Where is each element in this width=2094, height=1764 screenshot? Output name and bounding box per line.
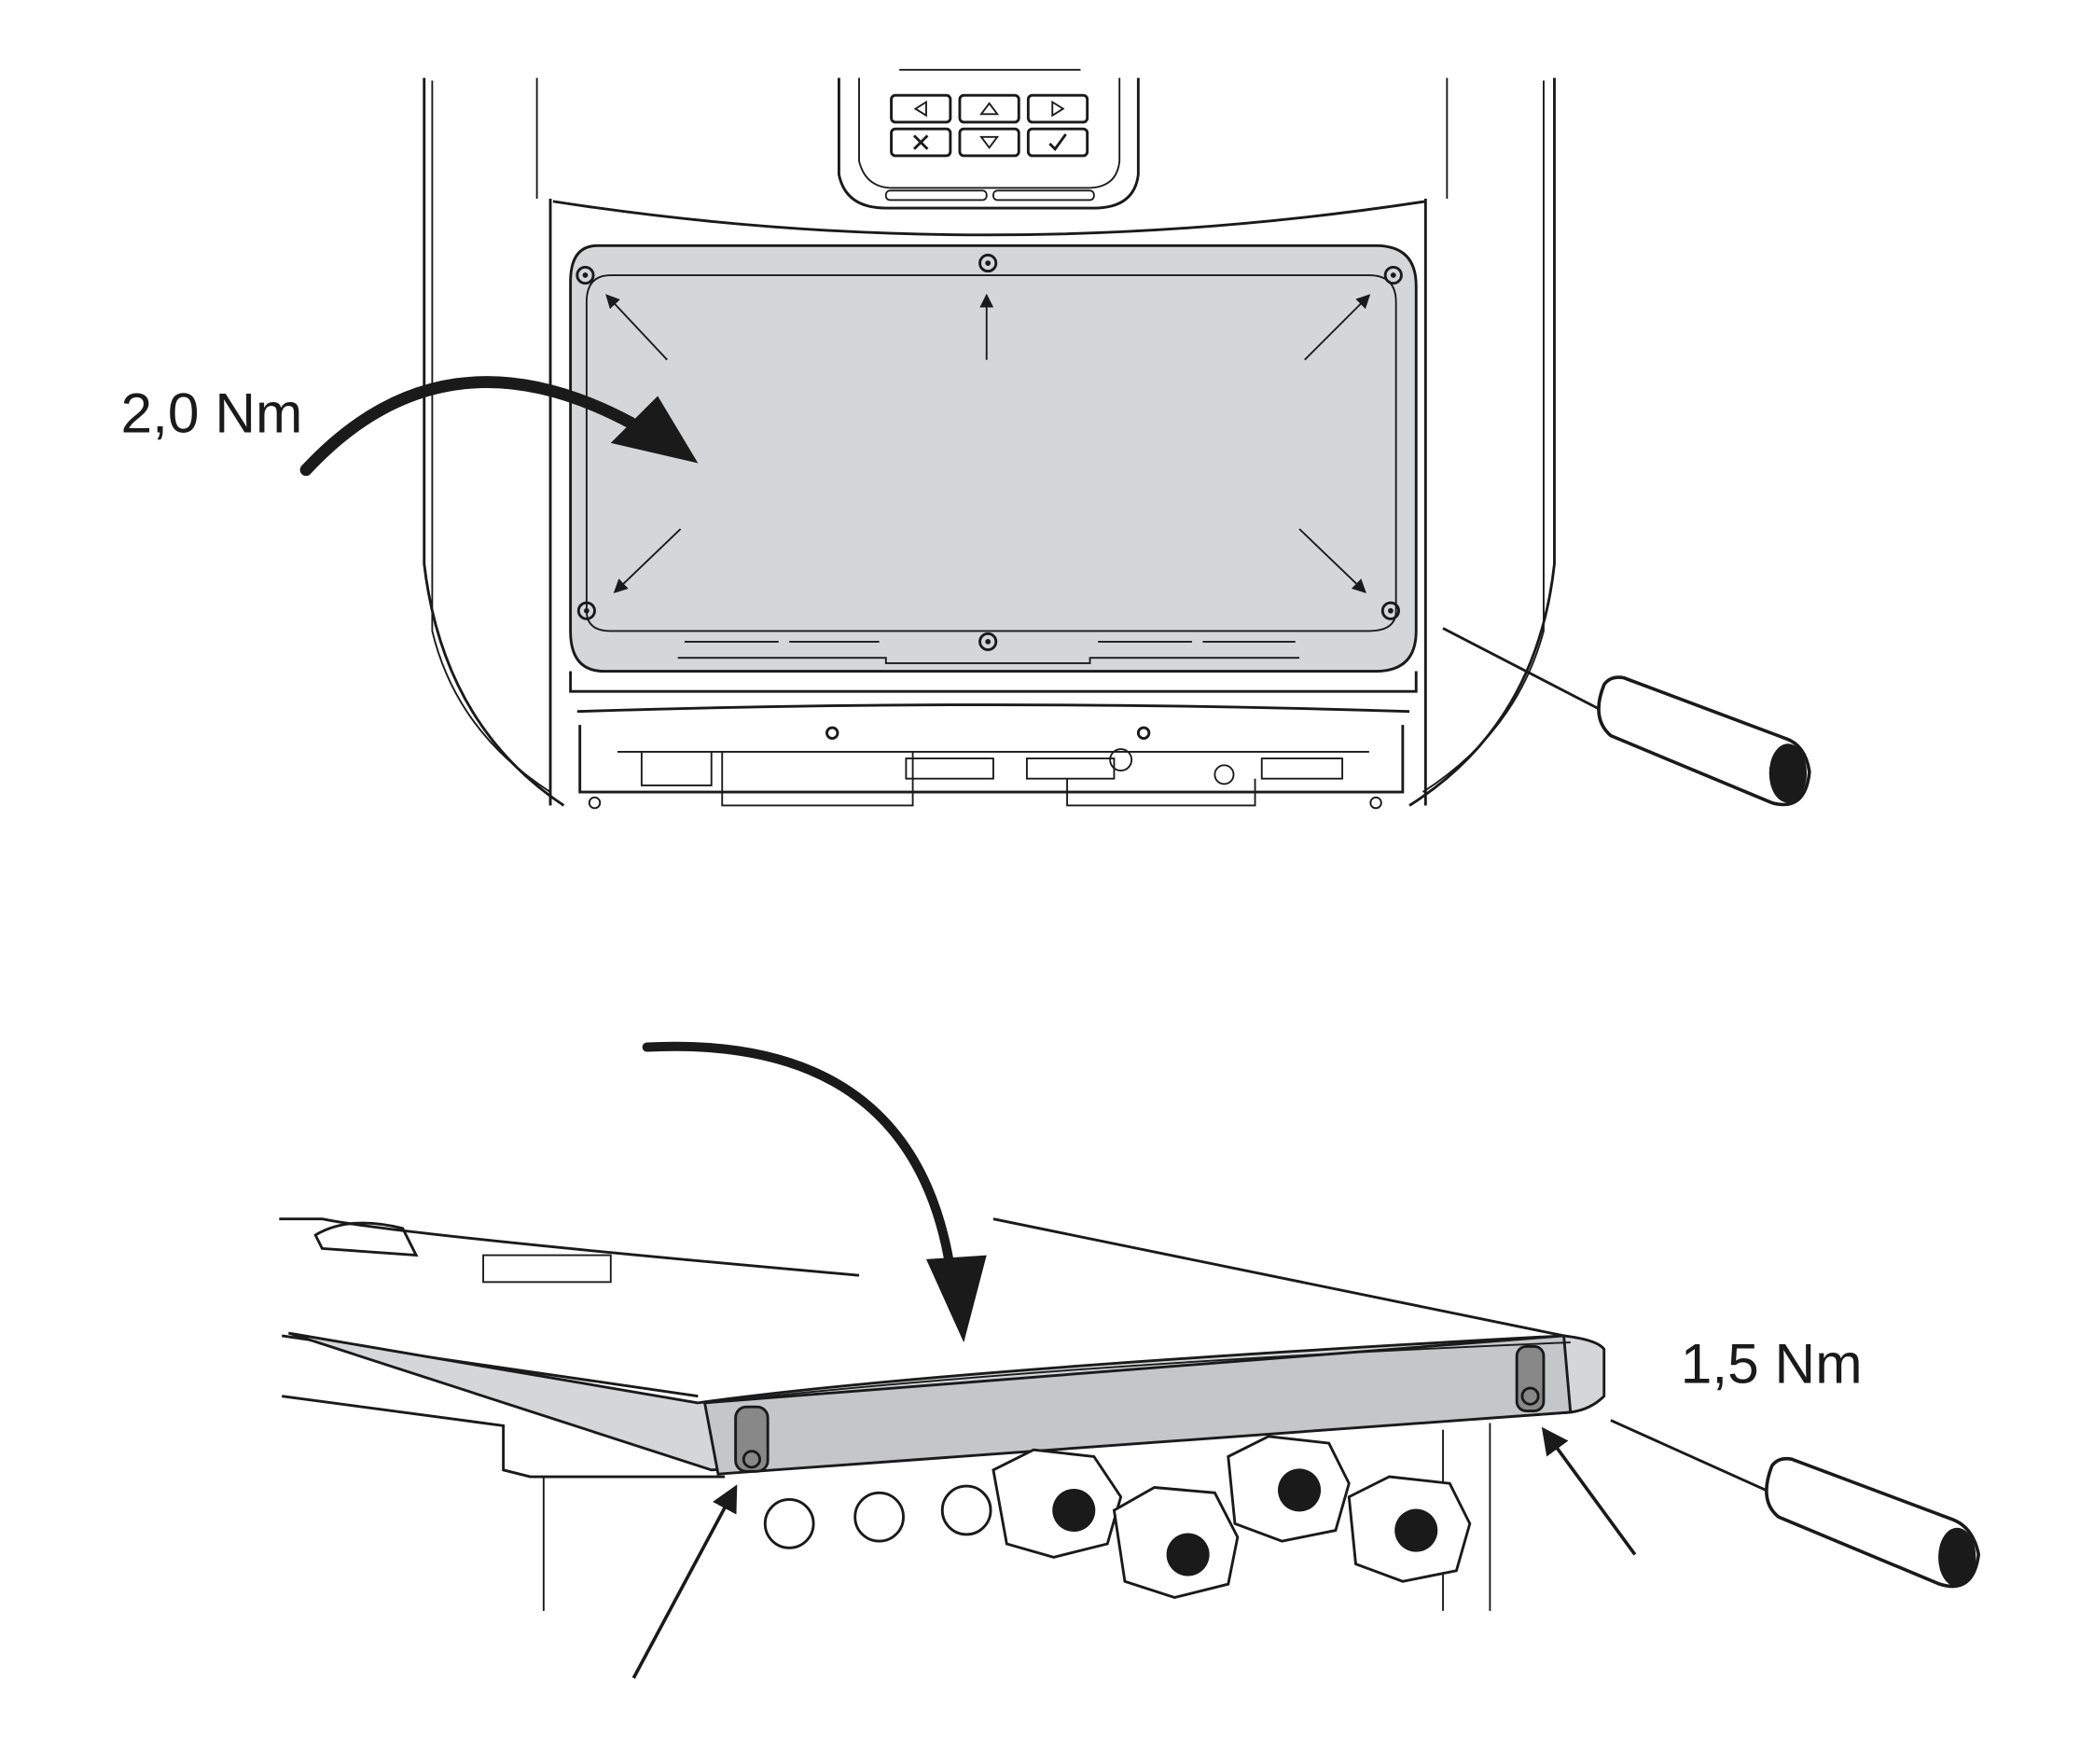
screwdriver-bottom [1610,1419,1981,1589]
cancel-icon [913,134,929,150]
cable-glands-bottom [763,1435,1472,1600]
screwdriver-top [1442,627,1811,807]
pointer-arrows [631,1426,1637,1679]
direction-arrows [605,293,1371,593]
terminal-cover-bottom [287,1331,1606,1476]
right-icon [1051,100,1065,118]
down-icon [979,135,1000,149]
cover-screws [576,254,1403,651]
terminal-cover [569,243,1418,674]
torque-label-bottom: 1,5 Nm [1681,1331,1863,1395]
cable-glands-top [569,671,1418,810]
rotation-arrow-top [299,376,699,477]
left-icon [913,100,927,118]
up-icon [979,102,1000,116]
keypad-buttons [890,93,1089,158]
rotation-arrow-bottom [642,1041,987,1343]
torque-label-top: 2,0 Nm [121,381,303,444]
check-icon [1048,133,1067,151]
inverter-housing-top [423,77,1556,807]
control-panel [838,68,1140,210]
